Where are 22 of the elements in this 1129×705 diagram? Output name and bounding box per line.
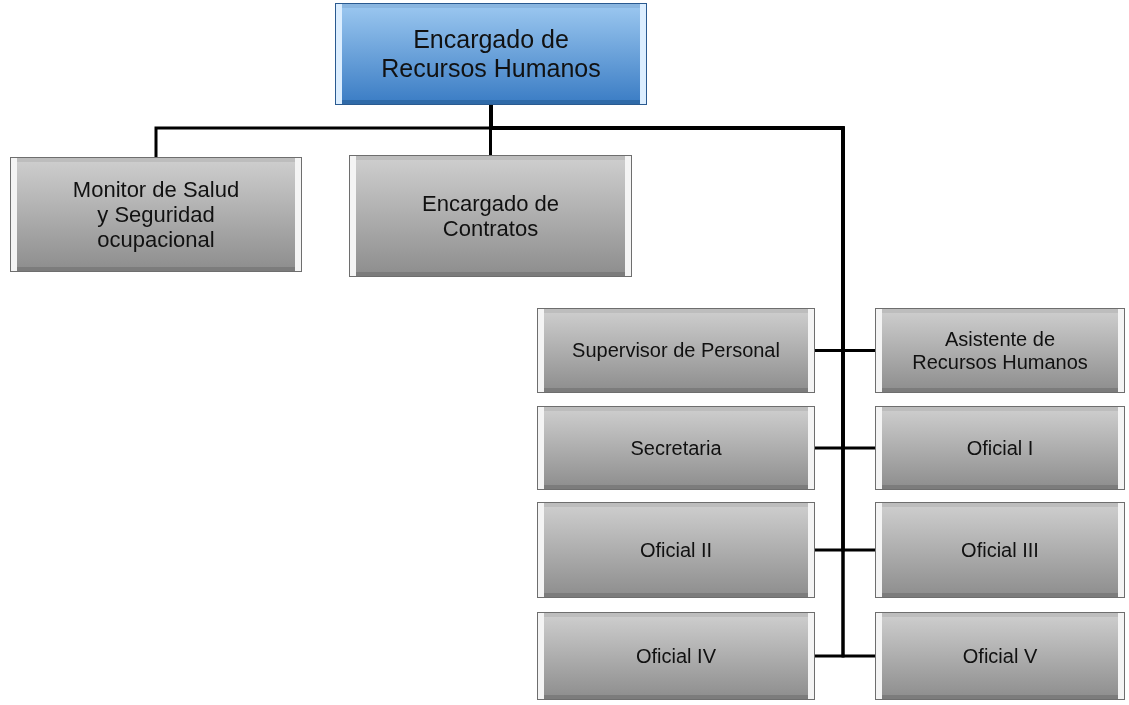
position-box	[537, 502, 815, 598]
position-box	[875, 406, 1125, 490]
position-title: Encargado de Contratos	[421, 190, 560, 242]
position-title: Oficial IV	[636, 644, 716, 668]
position-box	[875, 612, 1125, 700]
position-box	[875, 502, 1125, 598]
position-box	[537, 406, 815, 490]
position-title: Oficial V	[962, 644, 1038, 668]
position-title: Asistente de Recursos Humanos	[911, 327, 1089, 374]
position-box	[349, 155, 632, 277]
position-title: Supervisor de Personal	[572, 339, 780, 362]
position-title: Monitor de Salud y Seguridad ocupacional	[71, 176, 241, 253]
position-box	[537, 612, 815, 700]
position-box	[537, 308, 815, 393]
head-position-box	[335, 3, 647, 105]
position-title: Oficial III	[961, 538, 1039, 562]
position-box	[875, 308, 1125, 393]
position-title: Oficial I	[966, 436, 1034, 460]
position-title: Secretaria	[630, 436, 722, 460]
position-box	[10, 157, 302, 272]
position-title: Oficial II	[639, 538, 713, 562]
position-title: Encargado de Recursos Humanos	[380, 25, 602, 83]
